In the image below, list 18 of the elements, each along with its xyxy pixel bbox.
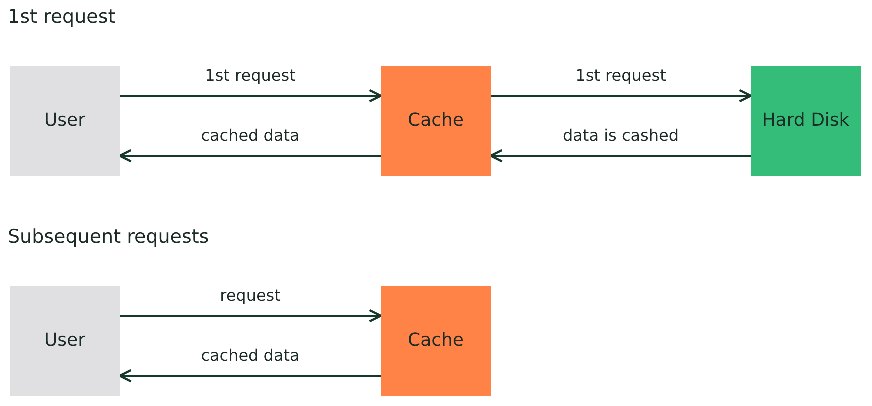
node-label: Cache xyxy=(408,329,464,353)
user-box xyxy=(10,66,120,176)
arrow xyxy=(118,369,381,383)
section-heading: Subsequent requests xyxy=(8,226,210,248)
node-label: Cache xyxy=(408,109,464,133)
node-label: User xyxy=(44,329,86,353)
cache-box xyxy=(381,66,491,176)
arrow xyxy=(118,149,381,163)
section-heading: 1st request xyxy=(8,6,116,28)
user-box xyxy=(10,286,120,396)
arrow xyxy=(120,309,382,323)
arrow xyxy=(490,149,751,163)
arrow xyxy=(120,89,382,103)
node-label: User xyxy=(44,109,86,133)
storage-box xyxy=(751,66,861,176)
cache-box xyxy=(381,286,491,396)
arrow xyxy=(491,89,752,103)
node-label: Hard Disk xyxy=(762,109,850,133)
